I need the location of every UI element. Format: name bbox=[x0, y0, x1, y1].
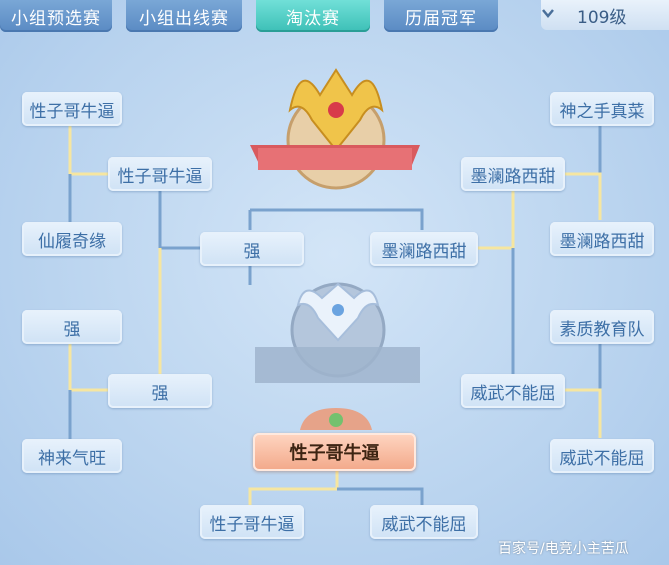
right-r1-slot-3[interactable]: 素质教育队 bbox=[550, 310, 654, 344]
final-slot-1[interactable]: 性子哥牛逼 bbox=[200, 505, 304, 539]
level-selector[interactable]: 109级 bbox=[541, 0, 669, 30]
left-r1-slot-2[interactable]: 仙履奇缘 bbox=[22, 222, 122, 256]
right-semifinal-slot[interactable]: 墨澜路西甜 bbox=[370, 232, 478, 266]
left-r1-slot-4[interactable]: 神来气旺 bbox=[22, 439, 122, 473]
tab-past-champions[interactable]: 历届冠军 bbox=[384, 0, 498, 32]
tab-knockout[interactable]: 淘汰赛 bbox=[256, 0, 370, 32]
left-semifinal-slot[interactable]: 强 bbox=[200, 232, 304, 266]
left-r1-slot-3[interactable]: 强 bbox=[22, 310, 122, 344]
right-r1-slot-4[interactable]: 威武不能屈 bbox=[550, 439, 654, 473]
final-slot-2[interactable]: 威武不能屈 bbox=[370, 505, 478, 539]
champion-banner: 性子哥牛逼 bbox=[253, 433, 416, 471]
left-r2-slot-2[interactable]: 强 bbox=[108, 374, 212, 408]
right-r2-slot-1[interactable]: 墨澜路西甜 bbox=[461, 157, 565, 191]
right-r1-slot-1[interactable]: 神之手真菜 bbox=[550, 92, 654, 126]
chevron-down-icon bbox=[542, 9, 554, 18]
tab-group-preliminary[interactable]: 小组预选赛 bbox=[0, 0, 112, 32]
left-r1-slot-1[interactable]: 性子哥牛逼 bbox=[22, 92, 122, 126]
right-r2-slot-2[interactable]: 威武不能屈 bbox=[461, 374, 565, 408]
right-r1-slot-2[interactable]: 墨澜路西甜 bbox=[550, 222, 654, 256]
watermark: 百家号/电竞小主苦瓜 bbox=[498, 541, 629, 557]
left-r2-slot-1[interactable]: 性子哥牛逼 bbox=[108, 157, 212, 191]
level-value: 109级 bbox=[577, 7, 627, 28]
tab-group-qualifier[interactable]: 小组出线赛 bbox=[126, 0, 242, 32]
